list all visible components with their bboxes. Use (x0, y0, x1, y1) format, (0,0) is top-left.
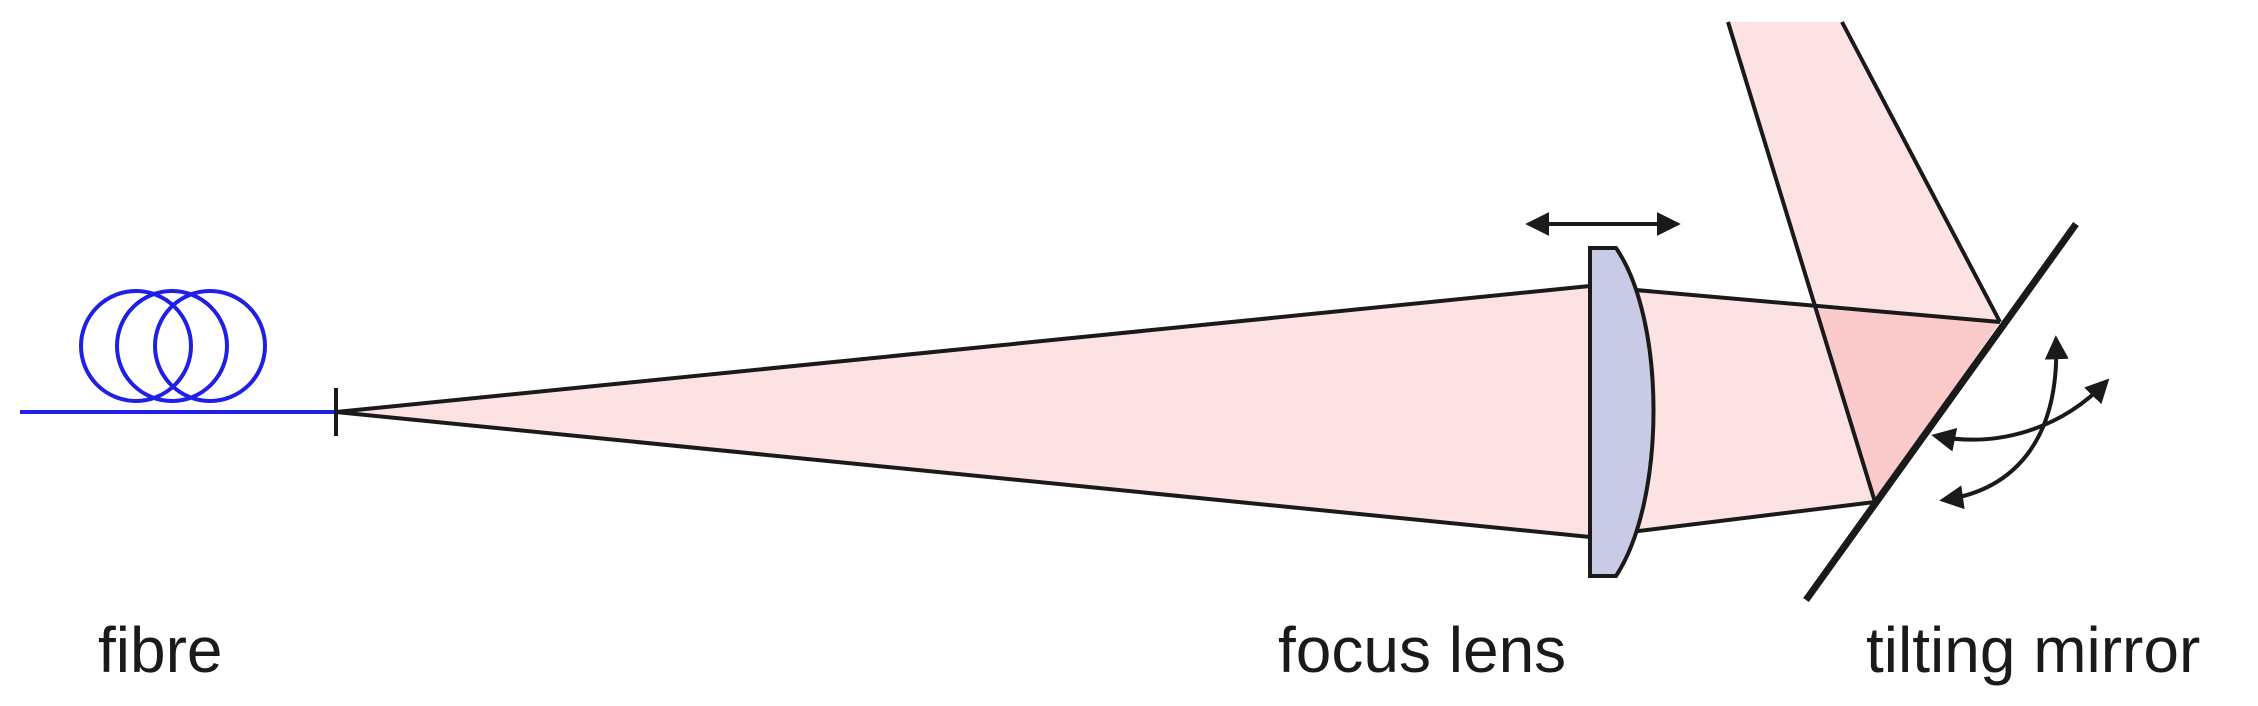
beam-cone (336, 286, 1590, 537)
tilting-mirror-label: tilting mirror (1866, 614, 2201, 686)
focus-lens (1588, 246, 1656, 578)
beam-edges (335, 21, 2002, 539)
mirror-tilt-arrows-icon (1931, 335, 2110, 510)
focus-lens-label: focus lens (1278, 614, 1567, 686)
fibre-label: fibre (98, 614, 223, 686)
fibre-coil-icon (20, 289, 336, 414)
